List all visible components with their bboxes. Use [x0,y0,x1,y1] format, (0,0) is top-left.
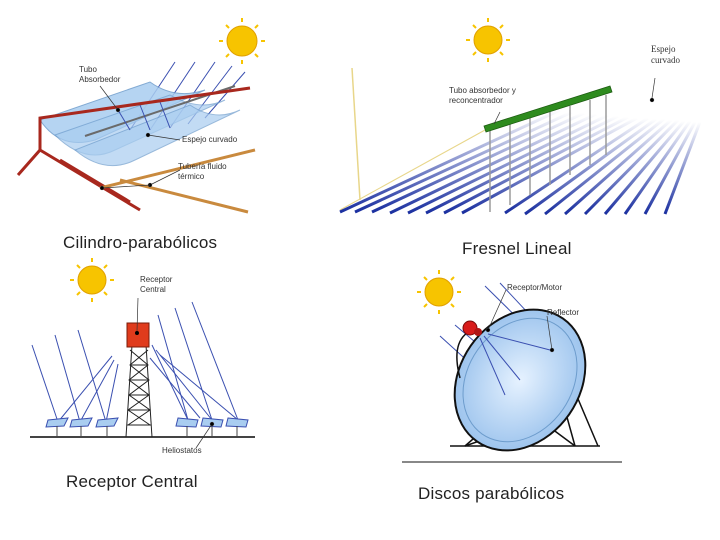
label-line: Tubo [79,65,97,74]
label-line: curvado [651,55,680,65]
caption-parabolic-trough: Cilindro-parabólicos [63,233,218,252]
parabolic-trough-panel [16,18,265,214]
label-fresnel-mirror: Espejo curvado [651,44,680,66]
caption-parabolic-dish: Discos parabólicos [418,484,565,503]
sun-rays [31,301,239,423]
label-thermal-pipe: Tubería fluido térmico [178,162,227,182]
label-fresnel-absorber: Tubo absorbedor y reconcentrador [449,86,516,106]
label-receiver-motor: Receptor/Motor [507,283,563,292]
receiver-supports [489,95,607,212]
heliostats [45,417,249,437]
label-line: térmico [178,172,205,181]
sun-icon [417,270,461,314]
receiver-motor-detail [474,328,482,336]
support-frame [16,86,251,212]
label-absorber-tube: Tubo Absorbedor [79,65,120,85]
central-receiver-panel [30,258,255,449]
label-line: Tubo absorbedor y [449,86,516,95]
label-line: Espejo [651,44,676,54]
fresnel-mirror-field [339,108,702,216]
absorber-tube [483,85,613,133]
caption-linear-fresnel: Fresnel Lineal [462,239,572,258]
label-line: Receptor [140,275,173,284]
reflected-rays [117,101,171,131]
parabolic-dish-panel [402,270,622,463]
receiver-tower [125,344,153,438]
label-line: Absorbedor [79,75,121,84]
reflected-rays [57,344,239,423]
label-line: Central [140,285,166,294]
label-central-receiver: Receptor Central [140,275,172,295]
label-heliostats: Heliostatos [162,446,202,455]
label-curved-mirror: Espejo curvado [182,135,238,144]
label-line: Tubería fluido [178,162,227,171]
receiver-marker [135,331,139,335]
linear-fresnel-panel [339,18,702,216]
receiver-motor [462,320,478,336]
central-receiver [126,322,150,348]
solar-ray [339,129,486,211]
support-pole [351,67,361,201]
label-reflector: Reflector [547,308,580,317]
label-line: reconcentrador [449,96,503,105]
reflected-rays [479,333,551,396]
sun-icon [70,258,114,302]
sun-icon [219,18,265,64]
caption-central-receiver: Receptor Central [66,472,198,491]
sun-icon [466,18,510,62]
